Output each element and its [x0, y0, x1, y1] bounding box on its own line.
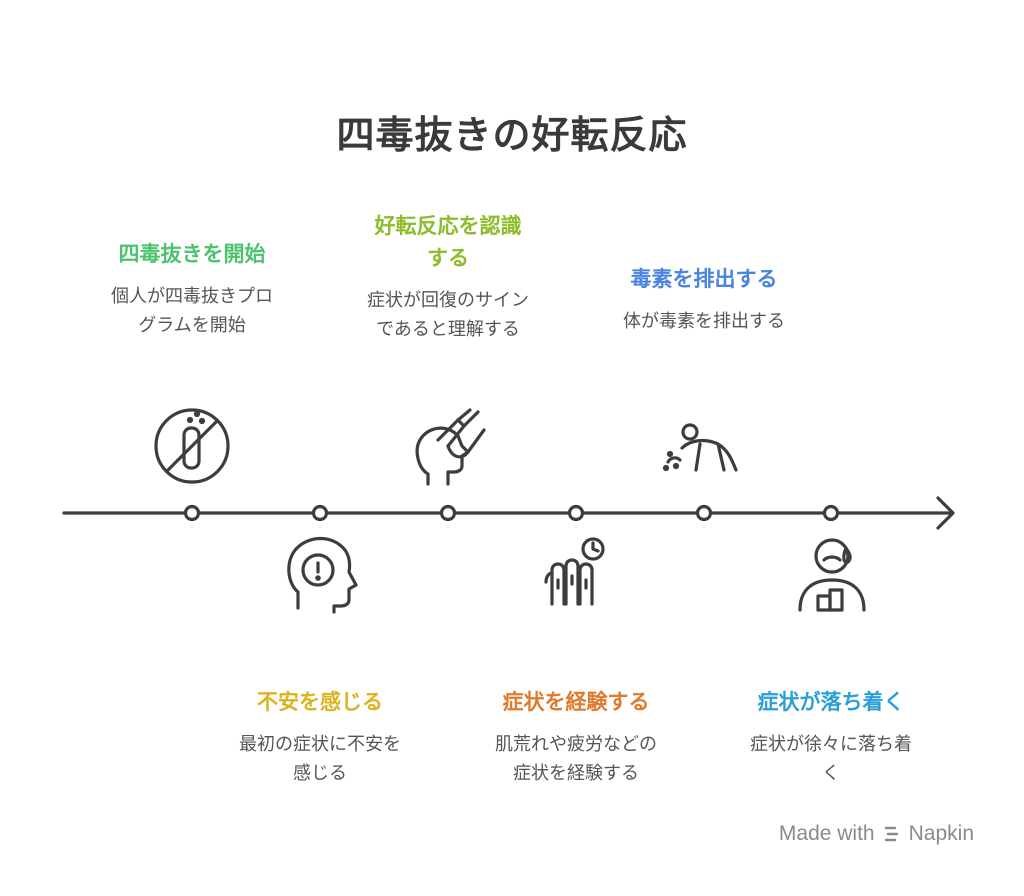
step-5: 毒素を排出する 体が毒素を排出する	[579, 263, 829, 336]
step-3-desc-line-1: 症状が回復のサイン	[367, 290, 529, 311]
step-3-title-line-2: する	[427, 246, 469, 270]
step-5-title: 毒素を排出する	[630, 267, 778, 291]
timeline-node-6	[822, 504, 840, 522]
crawling-person-icon	[662, 423, 738, 472]
sad-person-icon	[798, 538, 866, 612]
step-6-desc-line-2: く	[822, 763, 840, 784]
step-2-desc-line-1: 最初の症状に不安を	[239, 734, 401, 755]
step-3: 好転反応を認識 する 症状が回復のサイン であると理解する	[323, 210, 573, 344]
step-5-desc-line-1: 体が毒素を排出する	[623, 311, 785, 332]
step-4-desc-line-1: 肌荒れや疲労などの	[495, 734, 657, 755]
step-4-title: 症状を経験する	[502, 690, 650, 714]
timeline-node-2	[311, 504, 329, 522]
step-2: 不安を感じる 最初の症状に不安を 感じる	[195, 686, 445, 788]
step-4: 症状を経験する 肌荒れや疲労などの 症状を経験する	[451, 686, 701, 788]
fingers-clock-icon	[544, 537, 605, 606]
step-2-desc-line-2: 感じる	[293, 763, 347, 784]
step-6-title: 症状が落ち着く	[757, 690, 905, 714]
timeline-arrowhead	[936, 496, 955, 530]
step-3-title-line-1: 好転反応を認識	[374, 214, 522, 238]
footer-brand: Napkin	[908, 822, 974, 845]
step-1-title: 四毒抜きを開始	[118, 242, 266, 266]
timeline-node-1	[183, 504, 201, 522]
footer-attribution: Made with Napkin	[779, 822, 974, 846]
step-1-desc-line-2: グラムを開始	[138, 315, 246, 336]
diagram-title: 四毒抜きの好転反応	[336, 113, 688, 157]
head-exclamation-icon	[287, 536, 358, 614]
footer-made-with: Made with	[778, 822, 875, 845]
step-2-title: 不安を感じる	[257, 690, 383, 714]
timeline-node-3	[439, 504, 457, 522]
step-6: 症状が落ち着く 症状が徐々に落ち着 く	[706, 686, 956, 788]
timeline-node-5	[695, 504, 713, 522]
no-test-tube-icon	[154, 408, 230, 484]
step-4-desc-line-2: 症状を経験する	[513, 763, 639, 784]
step-1: 四毒抜きを開始 個人が四毒抜きプロ グラムを開始	[67, 238, 317, 340]
hand-head-icon	[415, 408, 486, 486]
step-1-desc-line-1: 個人が四毒抜きプロ	[111, 286, 273, 307]
timeline-node-4	[567, 504, 585, 522]
napkin-logo-icon	[884, 826, 898, 842]
step-6-desc-line-1: 症状が徐々に落ち着	[750, 734, 912, 755]
step-3-desc-line-2: であると理解する	[376, 319, 520, 340]
